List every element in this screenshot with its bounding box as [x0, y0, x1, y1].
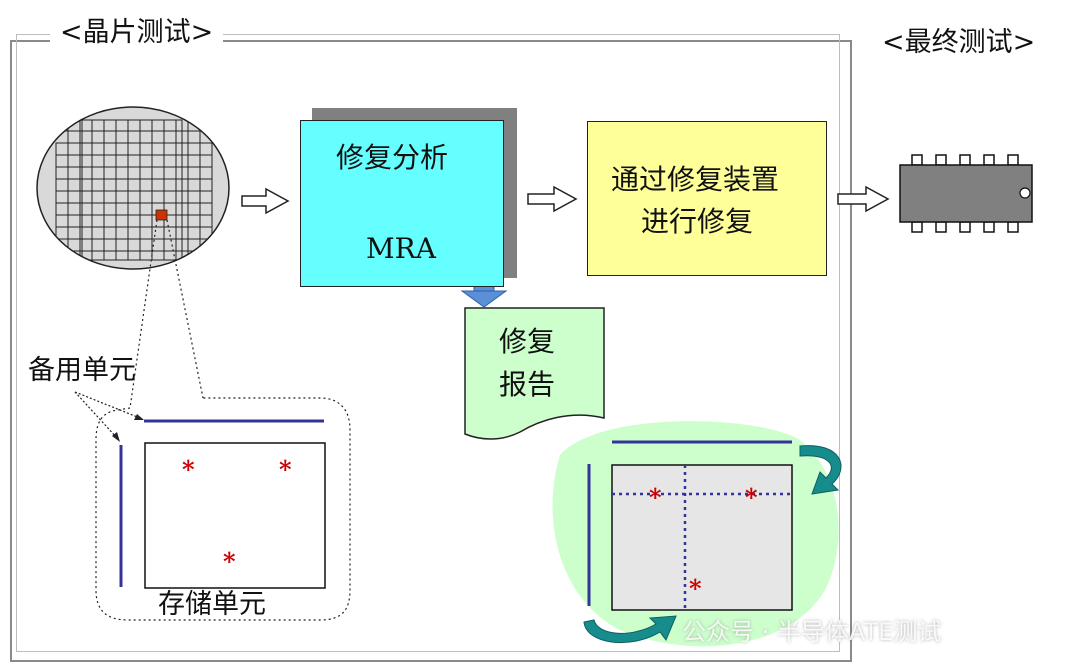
- mra-analysis-box: [300, 120, 504, 287]
- ic-chip-icon: [899, 154, 1033, 233]
- repair-device-box: [587, 121, 827, 276]
- swap-arrow-column: [583, 615, 677, 644]
- report-line1: 修复: [499, 325, 556, 358]
- repaired-memory-cell-array: [611, 464, 793, 611]
- report-document: [464, 307, 605, 440]
- wafer-test-title: <晶片测试>: [50, 16, 224, 50]
- spare-cells-pointer-arrows: [74, 391, 141, 439]
- swap-arrow-row: [799, 445, 842, 495]
- final-test-title: <最终测试>: [882, 26, 1036, 60]
- defect-mark: *: [182, 455, 195, 484]
- repaired-defect-mark: *: [649, 483, 662, 512]
- repair-box-line1: 通过修复装置: [611, 163, 780, 196]
- mra-box-line1: 修复分析: [336, 141, 449, 174]
- arrow-repair-to-chip: [837, 185, 890, 213]
- memory-cells-label: 存储单元: [158, 589, 266, 620]
- defect-mark: *: [223, 547, 236, 576]
- repair-box-line2: 进行修复: [641, 205, 754, 238]
- defect-mark: *: [279, 455, 292, 484]
- mra-box-line2: MRA: [366, 232, 436, 265]
- zoom-callout-lines: [129, 219, 204, 409]
- wafer-icon: [36, 106, 230, 270]
- cell-zoom-callout: [95, 397, 351, 621]
- wafer-test-outer-frame: [10, 40, 852, 662]
- repaired-defect-mark: *: [745, 483, 758, 512]
- arrow-wafer-to-mra: [241, 187, 290, 215]
- repaired-defect-mark: *: [689, 574, 702, 603]
- watermark-text: 公众号 · 半导体ATE测试: [682, 618, 942, 646]
- highlighted-die: [155, 209, 168, 221]
- arrow-mra-to-repair: [527, 185, 578, 213]
- spare-cells-label: 备用单元: [28, 355, 136, 386]
- report-line2: 报告: [499, 368, 556, 401]
- memory-cell-array: [144, 442, 326, 589]
- wafer-test-inner-frame: [16, 34, 840, 652]
